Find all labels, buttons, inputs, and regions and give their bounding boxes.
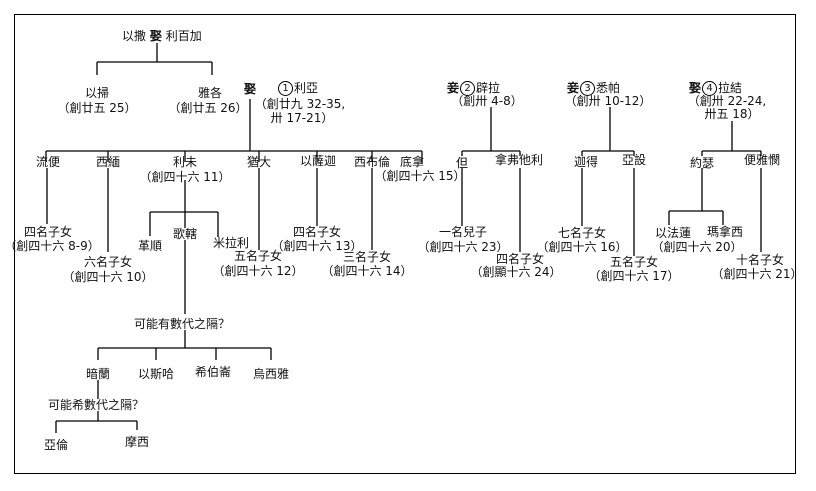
issachar-name: 以薩迦 [299,154,337,168]
reuben-ref: （創四十六 8-9） [4,239,100,253]
leah-name: 利亞 [294,81,319,95]
generation-gap-note-2: 可能希數代之隔？ [47,398,145,412]
bilhah-name: 辟拉 [476,81,501,95]
esau-name: 以掃 [84,86,110,100]
benjamin-ref: （創四十六 21） [711,267,803,281]
rachel-name: 拉結 [718,81,743,95]
connector-isaac [96,43,213,75]
rachel-ref1: （創卅 22-24, [687,94,767,108]
bilhah-ref: （創卅 4-8） [451,94,523,108]
diagram-frame [14,14,796,474]
zilpah-name: 悉帕 [596,81,621,95]
issachar-ref: （創四十六 13） [271,239,363,253]
levi-ref: （創四十六 11） [139,170,231,184]
dan-children: 一名兒子 [438,225,488,239]
connector-bilhah [461,107,521,252]
izhar-name: 以斯哈 [137,367,175,381]
root-couple: 以撒 娶 利百加 [122,29,202,43]
reuben-name: 流便 [35,155,61,169]
root-wife: 利百加 [165,29,202,43]
joseph-name: 約瑟 [689,156,715,170]
simeon-name: 西緬 [95,155,121,169]
naphtali-ref: （創顯十六 24） [470,265,562,279]
reuben-children: 四名子女 [23,225,73,239]
issachar-children: 四名子女 [292,225,342,239]
connector-amram [55,380,138,433]
circled-number-4: 4 [702,81,718,96]
amram-name: 暗蘭 [85,367,111,381]
zilpah-relation: 妾 [567,81,580,95]
marry-label: 娶 [149,29,162,43]
jacob-ref: （創廿五 26） [168,101,248,115]
manasseh-name: 瑪拿西 [706,225,744,239]
gershon-name: 革順 [137,239,163,253]
simeon-ref: （創四十六 10） [62,270,154,284]
asher-children: 五名子女 [609,255,659,269]
leah-ref2: 卅 17-21） [270,111,334,125]
dan-name: 但 [455,156,469,170]
rachel-ref2: 卅五 18） [704,107,760,121]
joseph-sons-ref: （創四十六 20） [651,240,743,254]
hebron-name: 希伯崙 [194,365,232,379]
circled-number-3: 3 [580,81,596,96]
dinah-name: 底拿 [399,155,425,169]
jacob-name: 雅各 [197,86,223,100]
judah-children: 五名子女 [233,249,283,263]
bilhah-relation: 妾 [447,81,460,95]
gad-ref: （創四十六 16） [536,240,628,254]
kohath-name: 歌轄 [172,227,198,241]
zilpah-ref: （創卅 10-12） [564,94,652,108]
generation-gap-note-1: 可能有數代之隔？ [133,317,231,331]
ephraim-name: 以法蓮 [654,226,692,240]
benjamin-children: 十名子女 [735,253,785,267]
root-husband: 以撒 [122,29,147,43]
circled-number-1: 1 [278,81,293,96]
dan-ref: （創四十六 23） [417,240,509,254]
circled-number-2: 2 [460,81,476,96]
asher-ref: （創四十六 17） [588,269,680,283]
leah-ref1: （創廿九 32-35, [254,97,346,111]
moses-name: 摩西 [124,435,150,449]
leah-relation: 娶 [244,82,257,96]
simeon-children: 六名子女 [83,255,133,269]
zebulun-name: 西布倫 [353,155,391,169]
naphtali-children: 四名子女 [495,252,545,266]
connector-leah-sons-down [46,168,373,252]
dinah-ref: （創四十六 15） [374,169,466,183]
aaron-name: 亞倫 [43,438,69,452]
levi-name: 利未 [172,155,198,169]
gad-children: 七名子女 [557,226,607,240]
benjamin-name: 便雅憫 [743,153,781,167]
zebulun-children: 三名子女 [342,250,392,264]
gad-name: 迦得 [573,155,599,169]
connector-rachel [668,121,762,252]
asher-name: 亞設 [621,153,647,167]
zebulun-ref: （創四十六 14） [321,264,413,278]
judah-name: 猶大 [246,155,272,169]
connector-jacob-leah [45,99,423,164]
judah-ref: （創四十六 12） [212,264,304,278]
uzziel-name: 烏西雅 [252,367,290,381]
merari-name: 米拉利 [212,236,250,250]
connector-zilpah [581,107,635,256]
esau-ref: （創廿五 25） [57,101,137,115]
connector-levi [97,180,272,360]
rachel-relation: 娶 [689,81,702,95]
naphtali-name: 拿弗他利 [494,153,544,167]
